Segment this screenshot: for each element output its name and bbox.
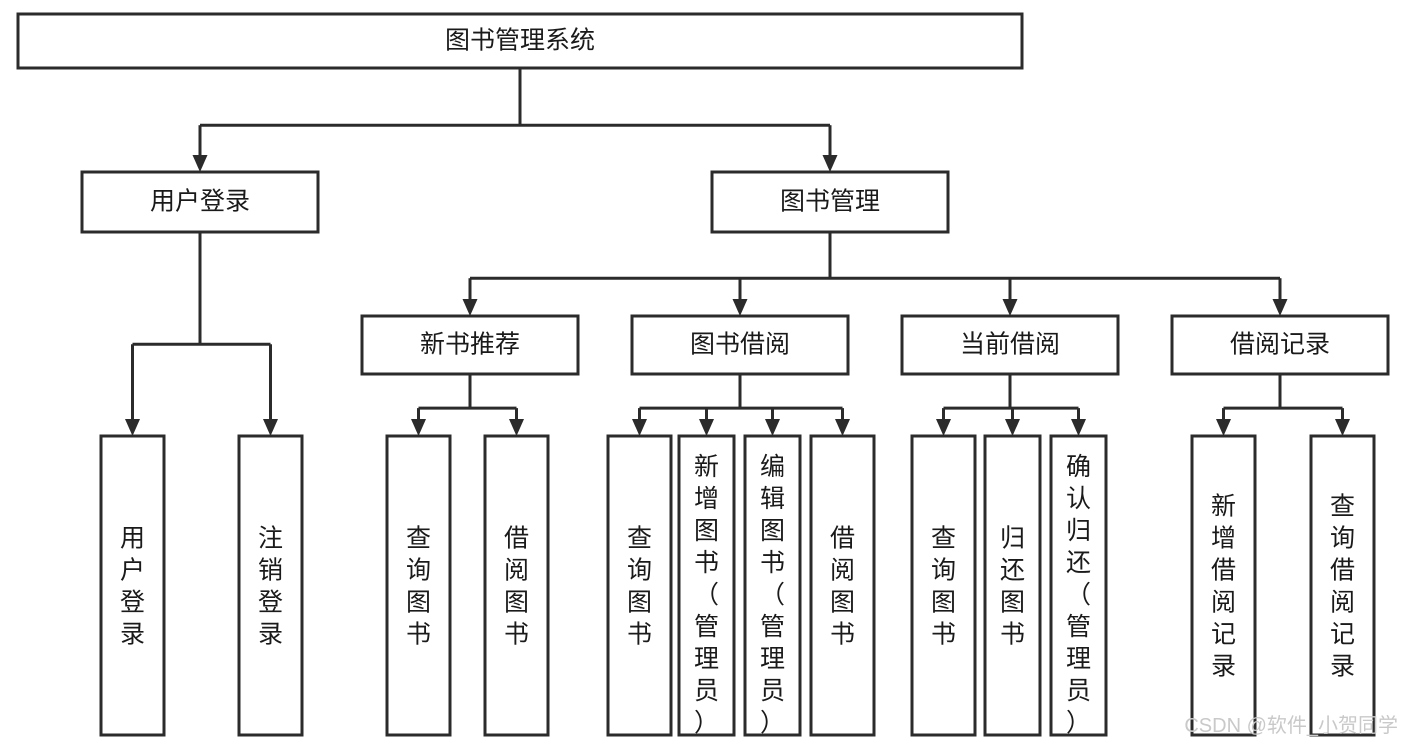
node-label-leaf-logout: 注销登录	[258, 524, 283, 648]
arrow-head-icon	[125, 419, 140, 436]
node-current-borrow[interactable]: 当前借阅	[900, 314, 1120, 376]
node-box-leaf-logout[interactable]	[237, 434, 304, 737]
node-leaf-borrow-book[interactable]: 借阅图书	[809, 434, 876, 737]
node-label-leaf-add-book: 新增图书（管理员）	[694, 453, 719, 737]
connectors-layer	[125, 68, 1350, 436]
node-box-leaf-return-book[interactable]	[983, 434, 1042, 737]
node-label-leaf-query-borrow-record: 查询借阅记录	[1330, 492, 1355, 680]
arrow-head-icon	[632, 419, 647, 436]
node-box-leaf-query-book-current[interactable]	[910, 434, 977, 737]
node-user-login[interactable]: 用户登录	[80, 170, 320, 234]
node-label-root: 图书管理系统	[445, 27, 595, 55]
arrow-head-icon	[192, 155, 208, 172]
node-leaf-logout[interactable]: 注销登录	[237, 434, 304, 737]
node-box-leaf-user-login[interactable]	[99, 434, 166, 737]
connector-group-book-manage	[462, 232, 1288, 316]
node-book-manage[interactable]: 图书管理	[710, 170, 950, 234]
arrow-head-icon	[1216, 419, 1231, 436]
node-box-user-login[interactable]	[80, 170, 320, 234]
node-leaf-query-book-recommend[interactable]: 查询图书	[385, 434, 452, 737]
node-box-leaf-borrow-book-recommend[interactable]	[483, 434, 550, 737]
arrow-head-icon	[835, 419, 850, 436]
node-box-leaf-add-book[interactable]	[677, 434, 736, 737]
connector-group-book-borrow	[632, 374, 850, 436]
connector-group-root	[192, 68, 838, 172]
arrow-head-icon	[1002, 299, 1018, 316]
node-box-leaf-borrow-book[interactable]	[809, 434, 876, 737]
node-label-leaf-query-book-current: 查询图书	[931, 524, 956, 648]
arrow-head-icon	[411, 419, 426, 436]
node-box-root[interactable]	[16, 12, 1024, 70]
node-leaf-user-login[interactable]: 用户登录	[99, 434, 166, 737]
arrow-head-icon	[509, 419, 524, 436]
node-box-leaf-add-borrow-record[interactable]	[1190, 434, 1257, 737]
node-label-current-borrow: 当前借阅	[960, 331, 1060, 359]
arrow-head-icon	[699, 419, 714, 436]
node-label-leaf-borrow-book-recommend: 借阅图书	[504, 524, 529, 648]
arrow-head-icon	[1272, 299, 1288, 316]
node-label-book-manage: 图书管理	[780, 188, 880, 216]
node-borrow-record[interactable]: 借阅记录	[1170, 314, 1390, 376]
node-box-book-borrow[interactable]	[630, 314, 850, 376]
node-leaf-confirm-return[interactable]: 确认归还（管理员）	[1049, 434, 1108, 737]
node-leaf-add-book[interactable]: 新增图书（管理员）	[677, 434, 736, 737]
arrow-head-icon	[263, 419, 278, 436]
node-new-book-recommend[interactable]: 新书推荐	[360, 314, 580, 376]
node-box-leaf-edit-book[interactable]	[743, 434, 802, 737]
node-box-new-book-recommend[interactable]	[360, 314, 580, 376]
node-box-leaf-confirm-return[interactable]	[1049, 434, 1108, 737]
node-root[interactable]: 图书管理系统	[16, 12, 1024, 70]
arrow-head-icon	[1005, 419, 1020, 436]
arrow-head-icon	[1071, 419, 1086, 436]
node-label-book-borrow: 图书借阅	[690, 331, 790, 359]
node-leaf-borrow-book-recommend[interactable]: 借阅图书	[483, 434, 550, 737]
connector-group-borrow-record	[1216, 374, 1350, 436]
node-label-leaf-confirm-return: 确认归还（管理员）	[1066, 453, 1091, 737]
node-label-leaf-borrow-book: 借阅图书	[830, 524, 855, 648]
arrow-head-icon	[462, 299, 478, 316]
arrow-head-icon	[936, 419, 951, 436]
node-box-leaf-query-borrow-record[interactable]	[1309, 434, 1376, 737]
node-label-user-login: 用户登录	[150, 188, 250, 216]
node-label-leaf-add-borrow-record: 新增借阅记录	[1211, 492, 1236, 680]
node-label-leaf-user-login: 用户登录	[120, 524, 145, 648]
node-leaf-return-book[interactable]: 归还图书	[983, 434, 1042, 737]
node-label-leaf-return-book: 归还图书	[1000, 524, 1025, 648]
node-label-new-book-recommend: 新书推荐	[420, 331, 520, 359]
node-book-borrow[interactable]: 图书借阅	[630, 314, 850, 376]
node-leaf-add-borrow-record[interactable]: 新增借阅记录	[1190, 434, 1257, 737]
node-leaf-query-borrow-record[interactable]: 查询借阅记录	[1309, 434, 1376, 737]
node-box-leaf-query-book-borrow[interactable]	[606, 434, 673, 737]
node-label-leaf-edit-book: 编辑图书（管理员）	[760, 453, 785, 737]
arrow-head-icon	[765, 419, 780, 436]
connector-group-new-book-recommend	[411, 374, 524, 436]
node-box-borrow-record[interactable]	[1170, 314, 1390, 376]
node-leaf-edit-book[interactable]: 编辑图书（管理员）	[743, 434, 802, 737]
node-label-leaf-query-book-recommend: 查询图书	[406, 524, 431, 648]
nodes-layer: 图书管理系统用户登录图书管理新书推荐图书借阅当前借阅借阅记录用户登录注销登录查询…	[16, 12, 1390, 737]
node-label-leaf-query-book-borrow: 查询图书	[627, 524, 652, 648]
connector-group-user-login	[125, 232, 278, 436]
node-box-current-borrow[interactable]	[900, 314, 1120, 376]
node-leaf-query-book-borrow[interactable]: 查询图书	[606, 434, 673, 737]
arrow-head-icon	[732, 299, 748, 316]
node-box-leaf-query-book-recommend[interactable]	[385, 434, 452, 737]
arrow-head-icon	[822, 155, 838, 172]
arrow-head-icon	[1335, 419, 1350, 436]
connector-group-current-borrow	[936, 374, 1086, 436]
csdn-watermark: CSDN @软件_小贺同学	[1184, 714, 1398, 737]
node-label-borrow-record: 借阅记录	[1230, 331, 1330, 359]
node-box-book-manage[interactable]	[710, 170, 950, 234]
node-leaf-query-book-current[interactable]: 查询图书	[910, 434, 977, 737]
